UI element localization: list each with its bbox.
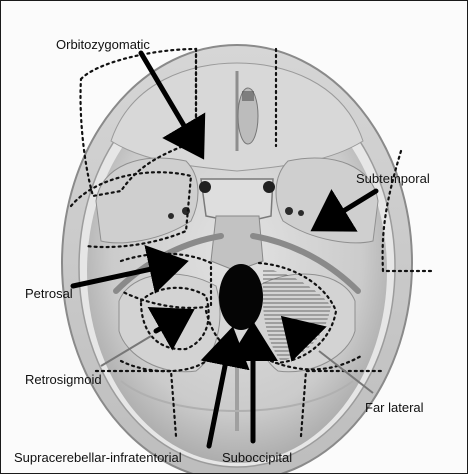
label-far-lateral: Far lateral xyxy=(365,400,424,415)
label-orbitozygomatic: Orbitozygomatic xyxy=(56,37,150,52)
label-retrosigmoid: Retrosigmoid xyxy=(25,372,102,387)
label-supracerebellar-infratentorial: Supracerebellar-infratentorial xyxy=(14,450,182,465)
foramen-magnum xyxy=(219,264,263,330)
label-petrosal: Petrosal xyxy=(25,286,73,301)
label-subtemporal: Subtemporal xyxy=(356,171,430,186)
clivus xyxy=(211,216,263,271)
label-suboccipital: Suboccipital xyxy=(222,450,292,465)
